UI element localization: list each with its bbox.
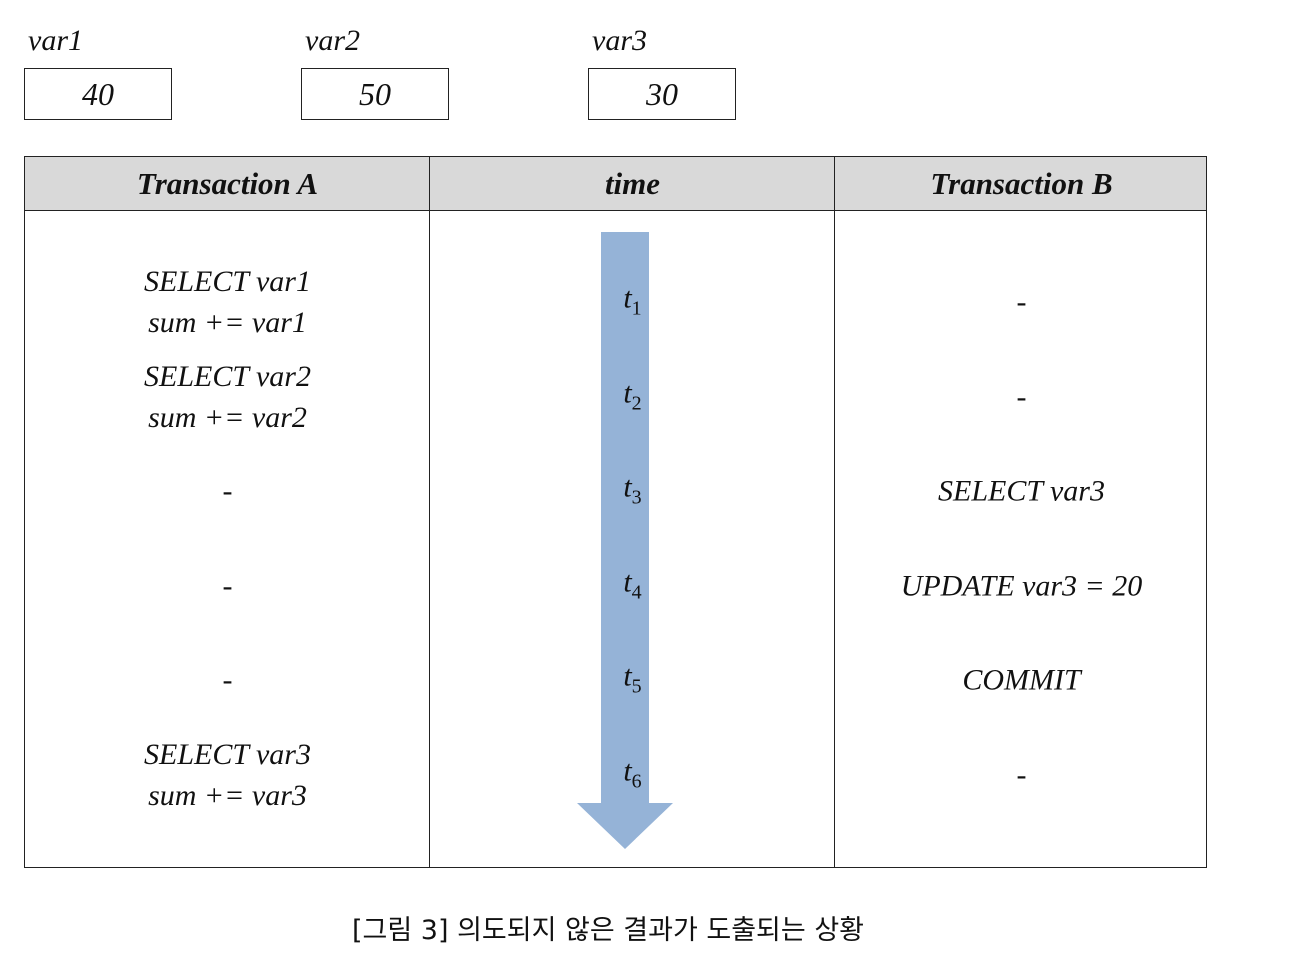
transaction-b-cell: - [835,377,1208,418]
transaction-a-line: SELECT var1 [144,265,311,298]
time-step-index: 3 [631,486,642,509]
transaction-a-cell: SELECT var2 sum += var2 [25,356,430,438]
time-step-symbol: t [623,470,632,504]
time-step-index: 2 [631,392,642,415]
time-step-label: t3 [430,471,835,510]
transaction-a-line: - [222,474,233,508]
transaction-a-cell: - [25,566,430,607]
var3-label: var3 [592,24,647,57]
var2-label: var2 [305,24,360,57]
time-step-symbol: t [623,659,632,693]
time-step-symbol: t [623,376,632,410]
transaction-a-cell: - [25,660,430,701]
transaction-b-line: - [1016,380,1027,414]
transaction-timeline-table: Transaction A time Transaction B SELECT … [24,156,1207,868]
time-arrow-icon [577,232,673,849]
transaction-b-cell: - [835,282,1208,323]
transaction-a-line: sum += var2 [148,401,307,434]
column-divider [429,157,430,867]
time-step-label: t4 [430,566,835,605]
time-step-symbol: t [623,281,632,315]
var2-value-box: 50 [301,68,449,120]
transaction-a-line: sum += var1 [148,306,307,339]
time-step-symbol: t [623,754,632,788]
transaction-b-cell: COMMIT [835,660,1208,701]
transaction-a-cell: SELECT var1 sum += var1 [25,261,430,343]
transaction-a-line: SELECT var2 [144,360,311,393]
time-step-index: 4 [631,581,642,604]
header-transaction-b: Transaction B [930,166,1113,201]
transaction-a-line: - [222,663,233,697]
header-transaction-a: Transaction A [136,166,319,201]
figure-caption: [그림 3] 의도되지 않은 결과가 도출되는 상황 [351,915,865,946]
table-header-row: Transaction A time Transaction B [25,157,1206,211]
var1-label: var1 [28,24,83,57]
transaction-a-cell: SELECT var3 sum += var3 [25,734,430,816]
column-divider [834,157,835,867]
time-step-label: t6 [430,755,835,794]
transaction-b-cell: - [835,755,1208,796]
transaction-a-line: SELECT var3 [144,738,311,771]
transaction-a-line: sum += var3 [148,779,307,812]
transaction-b-line: - [1016,285,1027,319]
transaction-a-line: - [222,569,233,603]
time-step-label: t1 [430,282,835,321]
header-time: time [604,166,661,201]
transaction-b-line: - [1016,758,1027,792]
time-step-label: t5 [430,660,835,699]
time-step-label: t2 [430,377,835,416]
transaction-b-cell: UPDATE var3 = 20 [835,566,1208,607]
time-step-index: 6 [631,770,642,793]
time-step-index: 5 [631,675,642,698]
time-step-symbol: t [623,565,632,599]
time-step-index: 1 [631,297,642,320]
transaction-b-line: COMMIT [962,663,1081,697]
transaction-b-line: SELECT var3 [938,474,1105,508]
transaction-b-cell: SELECT var3 [835,471,1208,512]
var1-value-box: 40 [24,68,172,120]
transaction-a-cell: - [25,471,430,512]
transaction-b-line: UPDATE var3 = 20 [900,569,1143,603]
var3-value-box: 30 [588,68,736,120]
